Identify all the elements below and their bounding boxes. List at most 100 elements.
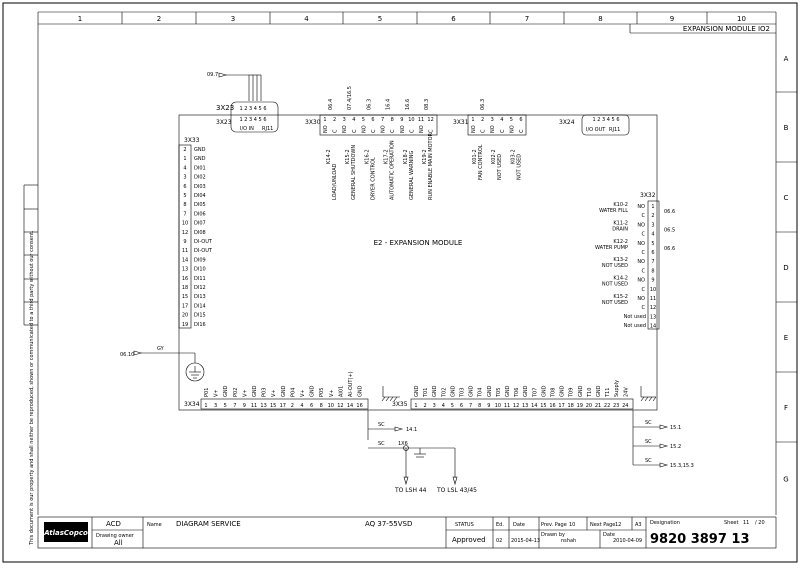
x31-relay-function: NOT USED	[497, 154, 503, 180]
x35-signal: T02	[441, 388, 447, 398]
gy-label: GY	[157, 346, 165, 352]
x35-pin: 21	[595, 403, 601, 409]
x35-pin: 3	[433, 403, 436, 409]
x30-pin: 5	[362, 117, 365, 123]
x35-pin: 19	[577, 403, 583, 409]
date2: 2010-04-09	[613, 538, 642, 544]
x30-pin: 3	[343, 117, 346, 123]
x30-pin: 9	[400, 117, 403, 123]
x30-contact: C	[429, 129, 435, 133]
x33-signal: DI06	[194, 211, 206, 217]
x33-signal: DI05	[194, 202, 206, 208]
x32-relay-id: K12-2	[613, 239, 628, 245]
x33-pin: 15	[182, 294, 188, 300]
x32-relay-function: NOT USED	[602, 282, 628, 288]
row-label: C	[784, 194, 789, 202]
x32-pin: 1	[651, 204, 654, 210]
x34-signal: V+	[300, 389, 306, 397]
logo-bg	[44, 522, 88, 542]
brand-logo: AtlasCopco	[43, 529, 88, 537]
x33-signal: DI13	[194, 294, 206, 300]
x35-pin: 20	[586, 403, 592, 409]
ed-label: Ed.	[496, 522, 504, 528]
x30-pin: 12	[427, 117, 433, 123]
x32-ref: 06.6	[664, 246, 675, 252]
x32-relay-id: K10-2	[613, 202, 628, 208]
x35-pin: 8	[478, 403, 481, 409]
x31-pin: 3	[491, 117, 494, 123]
x33-signal: DI09	[194, 257, 206, 263]
column-label: 10	[737, 15, 746, 23]
designation: 9820 3897 13	[650, 532, 750, 547]
x23-box	[230, 101, 279, 133]
x35-signal: T05	[496, 388, 502, 398]
x35-pin: 6	[460, 403, 463, 409]
x33-pin: 2	[183, 147, 186, 153]
owner: All	[114, 539, 123, 547]
x32-pin: 10	[650, 287, 656, 293]
x35-signal: GND	[414, 385, 420, 397]
column-label: 3	[231, 15, 235, 23]
x32-pin: 14	[650, 324, 656, 330]
x33-pin: 1	[183, 156, 186, 162]
x30-contact: C	[390, 129, 396, 133]
x31-contact: C	[519, 129, 525, 133]
sc-right-ref1: 15.1	[670, 425, 681, 431]
x34-pin: 17	[280, 403, 286, 409]
x35-pin: 15	[540, 403, 546, 409]
gy-ref: 06.10	[120, 352, 134, 358]
x34-signal: V+	[242, 389, 248, 397]
x30-contact: C	[409, 129, 415, 133]
x32-unused: Not used	[624, 323, 646, 329]
x35-pin: 16	[549, 403, 555, 409]
x33-signal: GND	[194, 147, 206, 153]
x35-signal: GND	[560, 385, 566, 397]
x33-pin: 8	[183, 202, 186, 208]
x30-pin: 8	[391, 117, 394, 123]
x32-name: 3X32	[640, 192, 656, 199]
x30-ref: 06.4	[328, 99, 334, 110]
x30-name: 3X30	[305, 119, 321, 126]
owner-label: Drawing owner	[96, 533, 135, 539]
column-label: 8	[598, 15, 602, 23]
x30-pin: 7	[381, 117, 384, 123]
x33-pin: 14	[182, 257, 188, 263]
x31-contact: NO	[471, 125, 477, 133]
x33-pin: 16	[182, 276, 188, 282]
x30-contact: C	[352, 129, 358, 133]
x35-pin: 23	[613, 403, 619, 409]
x31-relay-id: K03-2	[510, 149, 516, 164]
x32-pin: 9	[651, 278, 654, 284]
x33-signal: DI-OUT	[194, 248, 213, 254]
x30-relay-function: RUN ENABLE MAIN MOTOR	[428, 132, 434, 200]
x30-contact: C	[333, 129, 339, 133]
x35-signal: T08	[551, 388, 557, 398]
x34-pin: 2	[291, 403, 294, 409]
sc-right-3: SC	[645, 458, 652, 464]
x32-relay-function: WATER FILL	[599, 208, 628, 214]
x34-pin: 10	[328, 403, 334, 409]
side-note: This document is our property and shall …	[29, 230, 35, 546]
x35-signal: T07	[532, 388, 538, 398]
x32-pin: 11	[650, 296, 656, 302]
x33-strip	[178, 144, 192, 329]
x34-pin: 4	[300, 403, 303, 409]
x30-ref: 08.3	[424, 99, 430, 110]
x35-signal: GND	[578, 385, 584, 397]
x33-signal: DI10	[194, 267, 206, 273]
x33-pin: 9	[183, 239, 186, 245]
sc-left-tx: 1X6	[398, 441, 408, 447]
connector-3x23: 09.7 3X23 3X23 1 2 3 4 5 6 1 2 3 4 5 6 I…	[207, 72, 279, 133]
row-label: G	[783, 476, 788, 484]
sc-left-1: SC	[378, 422, 385, 428]
x35-pin: 5	[451, 403, 454, 409]
connector-3x30: 3X30 1NO2C3NO4C5NO6C7NO8C9NO10C11NO12C06…	[305, 86, 438, 200]
x32-pin: 13	[650, 314, 656, 320]
x33-pin: 13	[182, 267, 188, 273]
x33-signal: DI02	[194, 175, 206, 181]
header-title: EXPANSION MODULE IO2	[683, 25, 770, 33]
